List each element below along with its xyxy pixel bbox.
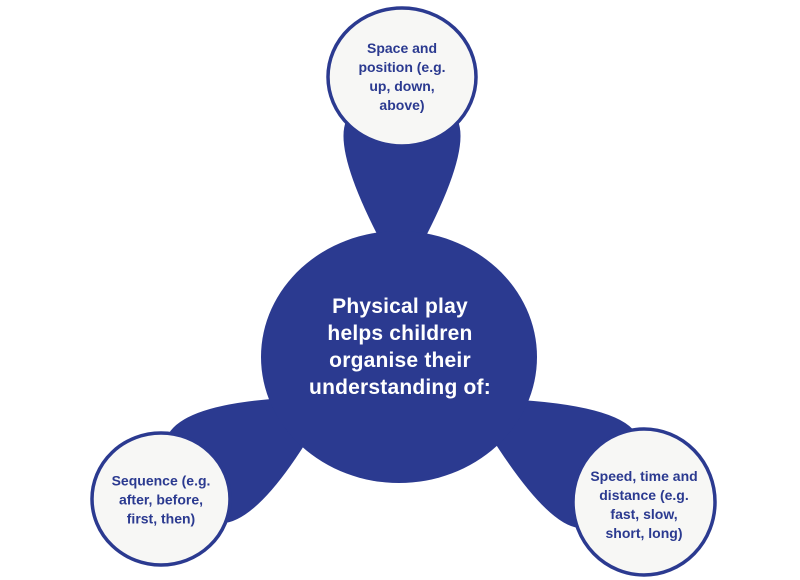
- node-circle-right: [571, 427, 717, 577]
- center-circle: [261, 231, 537, 483]
- node-circle-top: [326, 6, 478, 148]
- connector-wedge-top: [343, 119, 461, 280]
- node-circle-left: [90, 431, 232, 567]
